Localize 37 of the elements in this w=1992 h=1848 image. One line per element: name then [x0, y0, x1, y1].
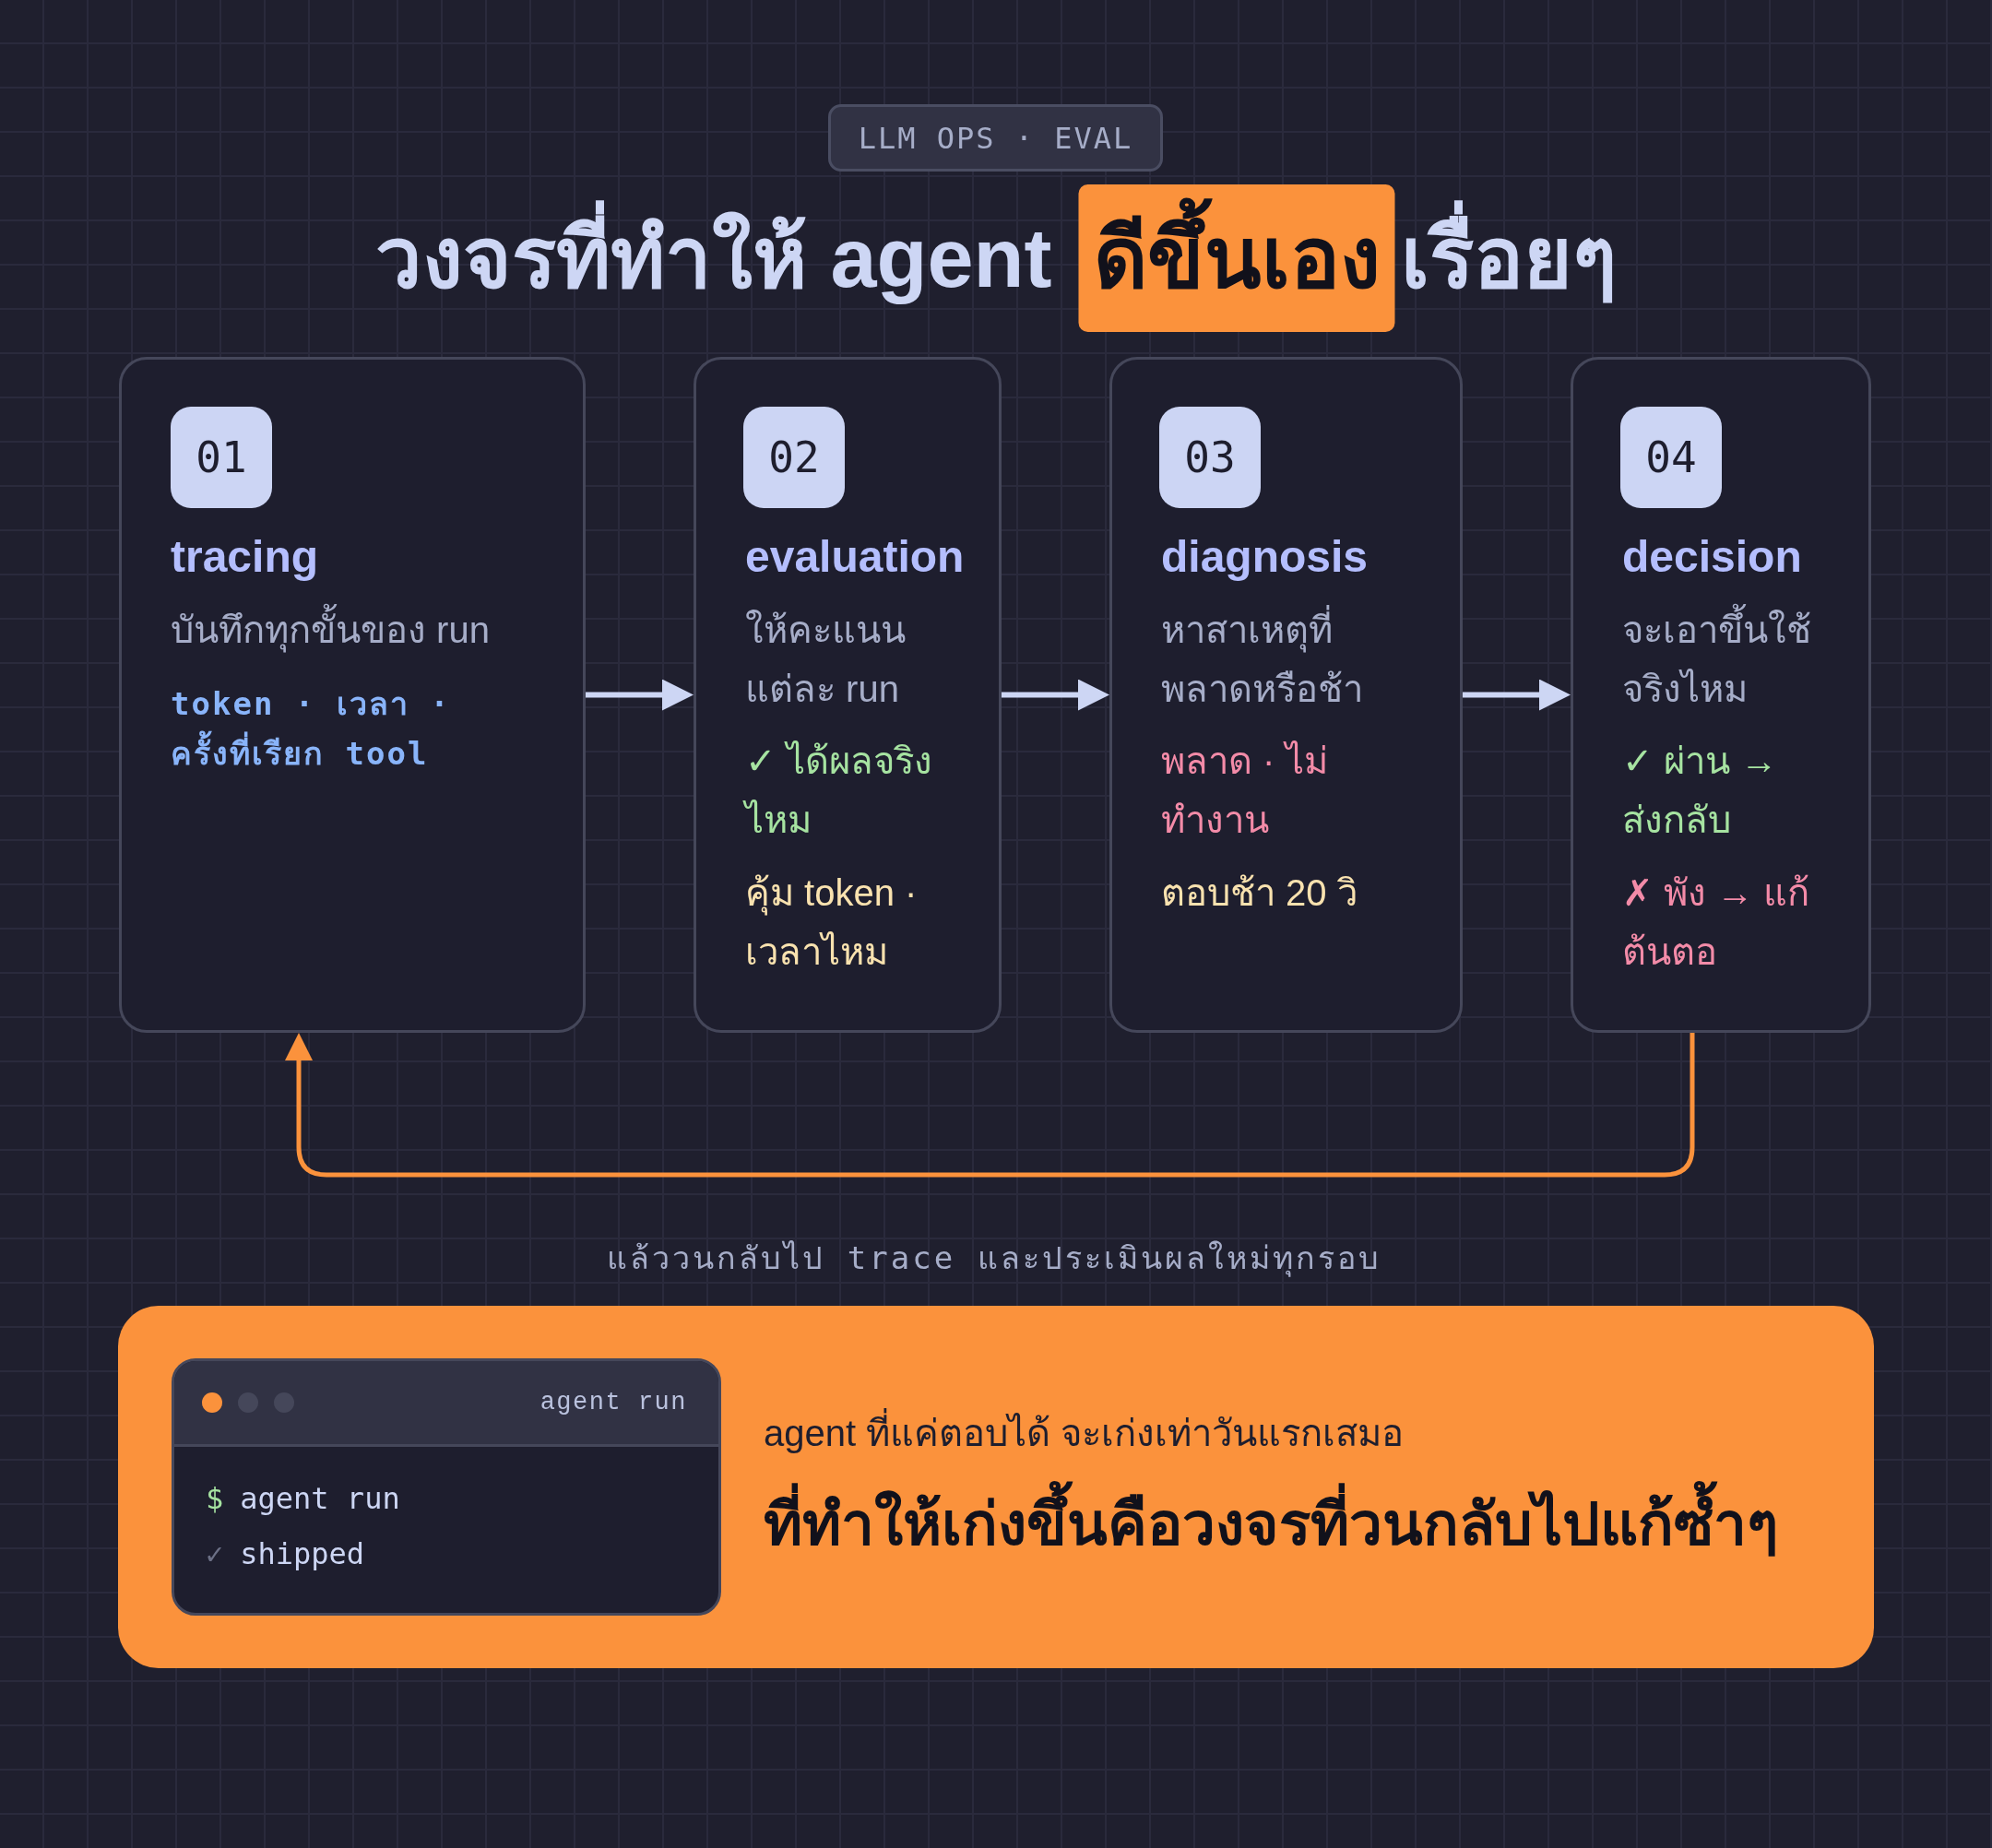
arrow [586, 679, 694, 711]
terminal-window [172, 1358, 721, 1616]
step-number-badge: 03 [1159, 407, 1261, 508]
step-description: ให้คะแนนแต่ละ run [745, 609, 907, 711]
step-title: tracing [171, 531, 320, 583]
step-title: evaluation [745, 531, 966, 583]
failure-note: พลาด · ไม่ทำงาน [1161, 740, 1329, 842]
status-mark: ✓ [206, 1536, 224, 1571]
step-number-badge: 01 [171, 407, 272, 508]
failure-note: ✗ พัง → แก้ต้นตอ [1622, 871, 1811, 974]
step-card [119, 357, 586, 1033]
headline-text: ที่ทำให้เก่งขึ้นคือวงจรที่วนกลับไปแก้ซ้ำๆ [764, 1483, 1778, 1566]
summary-banner [118, 1306, 1874, 1668]
step-title: decision [1622, 531, 1803, 583]
step-title: diagnosis [1161, 531, 1370, 583]
tag-badge: LLM OPS · EVAL [828, 104, 1163, 172]
step-number-badge: 04 [1620, 407, 1722, 508]
metric-list: token · เวลา · ครั้งที่เรียก tool [171, 679, 530, 778]
loop-caption: แล้ววนกลับไป trace และประเมินผลใหม่ทุกรอบ [607, 1238, 1381, 1279]
loop-arrow [285, 1033, 1695, 1178]
cost-note: คุ้ม token · เวลาไหม [745, 871, 919, 974]
pass-note: ✓ ผ่าน → ส่งกลับ [1622, 740, 1779, 842]
window-title: agent run [540, 1388, 687, 1418]
tagline-text: agent ที่แค่ตอบได้ จะเก่งเท่าวันแรกเสมอ [764, 1405, 1405, 1461]
output-text: shipped [240, 1536, 365, 1571]
step-card [1109, 357, 1463, 1033]
prompt-symbol: $ [206, 1481, 224, 1516]
arrow [1002, 679, 1109, 711]
step-description: หาสาเหตุที่พลาดหรือช้า [1161, 600, 1405, 718]
step-description: บันทึกทุกขั้นของ run [171, 600, 530, 659]
cost-note: ตอบช้า 20 วิ [1161, 871, 1358, 915]
step-card [694, 357, 1002, 1033]
step-description: จะเอาขึ้นใช้จริงไหม [1622, 600, 1818, 718]
command-text: agent run [240, 1481, 400, 1516]
step-card [1571, 357, 1871, 1033]
arrow [1463, 679, 1571, 711]
step-number-badge: 02 [743, 407, 845, 508]
